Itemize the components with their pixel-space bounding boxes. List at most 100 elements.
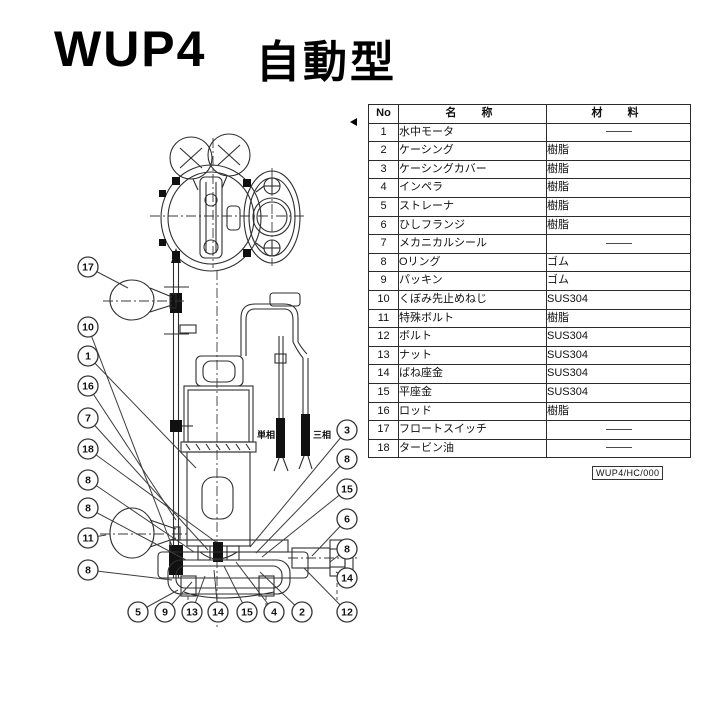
part-name: タービン油 [398, 438, 547, 459]
part-name: メカニカルシール [398, 234, 547, 254]
column-header-name: 名 称 [398, 104, 547, 124]
svg-text:2: 2 [299, 607, 305, 619]
callout-leader-line [249, 429, 348, 548]
svg-text:4: 4 [271, 607, 277, 619]
part-no: 5 [368, 196, 399, 217]
part-name: ばね座金 [398, 364, 547, 384]
callout-balloon-10: 10 [77, 316, 99, 338]
cable-label-single-phase: 単相 [257, 429, 275, 440]
callout-leader-line [87, 355, 197, 469]
part-name: インペラ [398, 178, 547, 198]
part-name: ロッド [398, 401, 547, 422]
part-no: 4 [368, 178, 399, 198]
part-name: 平座金 [398, 382, 547, 403]
float-switch-upper [103, 279, 184, 321]
svg-text:14: 14 [212, 607, 224, 619]
callout-balloon-6: 6 [336, 508, 358, 530]
callout-balloon-16: 16 [77, 375, 99, 397]
svg-text:8: 8 [85, 565, 91, 577]
column-header-no: No [368, 104, 399, 124]
part-material [546, 438, 691, 459]
svg-text:5: 5 [135, 607, 141, 619]
callout-leader-line [87, 507, 187, 561]
callout-balloon-7: 7 [77, 407, 99, 429]
doc-code-box: WUP4/HC/000 [592, 466, 664, 480]
part-no: 7 [368, 234, 399, 254]
svg-text:6: 6 [344, 514, 350, 526]
dash-mark [605, 242, 632, 244]
part-no: 1 [368, 122, 399, 143]
svg-text:7: 7 [85, 413, 91, 425]
callout-leader-line [87, 479, 195, 553]
svg-text:1: 1 [85, 351, 91, 363]
svg-text:12: 12 [341, 607, 353, 619]
column-header-material: 材 料 [546, 104, 691, 124]
part-material [546, 234, 691, 254]
pump-casing [157, 539, 309, 579]
callout-balloon-8: 8 [77, 497, 99, 519]
callout-balloon-14: 14 [207, 601, 229, 623]
svg-text:8: 8 [344, 454, 350, 466]
front-view-drawing: 単相 三相 [100, 248, 360, 628]
cable-single-phase [273, 336, 289, 472]
svg-text:11: 11 [82, 533, 93, 545]
callout-leader-line [87, 569, 173, 581]
callout-balloon-8: 8 [77, 469, 99, 491]
part-material: 樹脂 [546, 178, 691, 198]
part-material [546, 420, 691, 440]
svg-text:13: 13 [186, 607, 198, 619]
callout-leader-line [261, 488, 348, 558]
callout-leader-line [87, 448, 217, 543]
part-no: 17 [368, 420, 399, 440]
rod-arrow [171, 248, 181, 263]
callout-balloon-12: 12 [336, 601, 358, 623]
svg-text:17: 17 [82, 262, 94, 274]
part-material: 樹脂 [546, 401, 691, 422]
part-name: ナット [398, 345, 547, 366]
callout-balloon-17: 17 [77, 256, 99, 278]
callout-balloon-1: 1 [77, 345, 99, 367]
part-no: 2 [368, 141, 399, 161]
table-header-row: No 名 称 材 料 [368, 104, 691, 124]
callout-balloon-9: 9 [154, 601, 176, 623]
part-material: SUS304 [546, 382, 691, 403]
svg-text:18: 18 [82, 444, 94, 456]
part-name: パッキン [398, 271, 547, 291]
part-no: 8 [368, 252, 399, 273]
callout-balloon-2: 2 [291, 601, 313, 623]
part-material: ゴム [546, 271, 691, 291]
part-material: SUS304 [546, 327, 691, 347]
part-material: 樹脂 [546, 215, 691, 236]
part-material: SUS304 [546, 345, 691, 366]
part-no: 14 [368, 364, 399, 384]
part-material: 樹脂 [546, 308, 691, 329]
part-no: 11 [368, 308, 399, 329]
page-title-variant: 自動型 [256, 38, 397, 87]
callout-balloon-8: 8 [336, 538, 358, 560]
svg-text:10: 10 [82, 322, 94, 334]
callout-leader-line [87, 385, 177, 521]
callout-leader-line [87, 417, 209, 551]
table-marker-icon [350, 118, 357, 126]
part-name: ボルト [398, 327, 547, 347]
callout-balloon-8: 8 [77, 559, 99, 581]
motor-body [180, 355, 257, 547]
part-name: フロートスイッチ [398, 420, 547, 440]
cable-three-phase [298, 358, 313, 470]
part-name: ケーシングカバー [398, 159, 547, 180]
svg-text:3: 3 [344, 425, 350, 437]
